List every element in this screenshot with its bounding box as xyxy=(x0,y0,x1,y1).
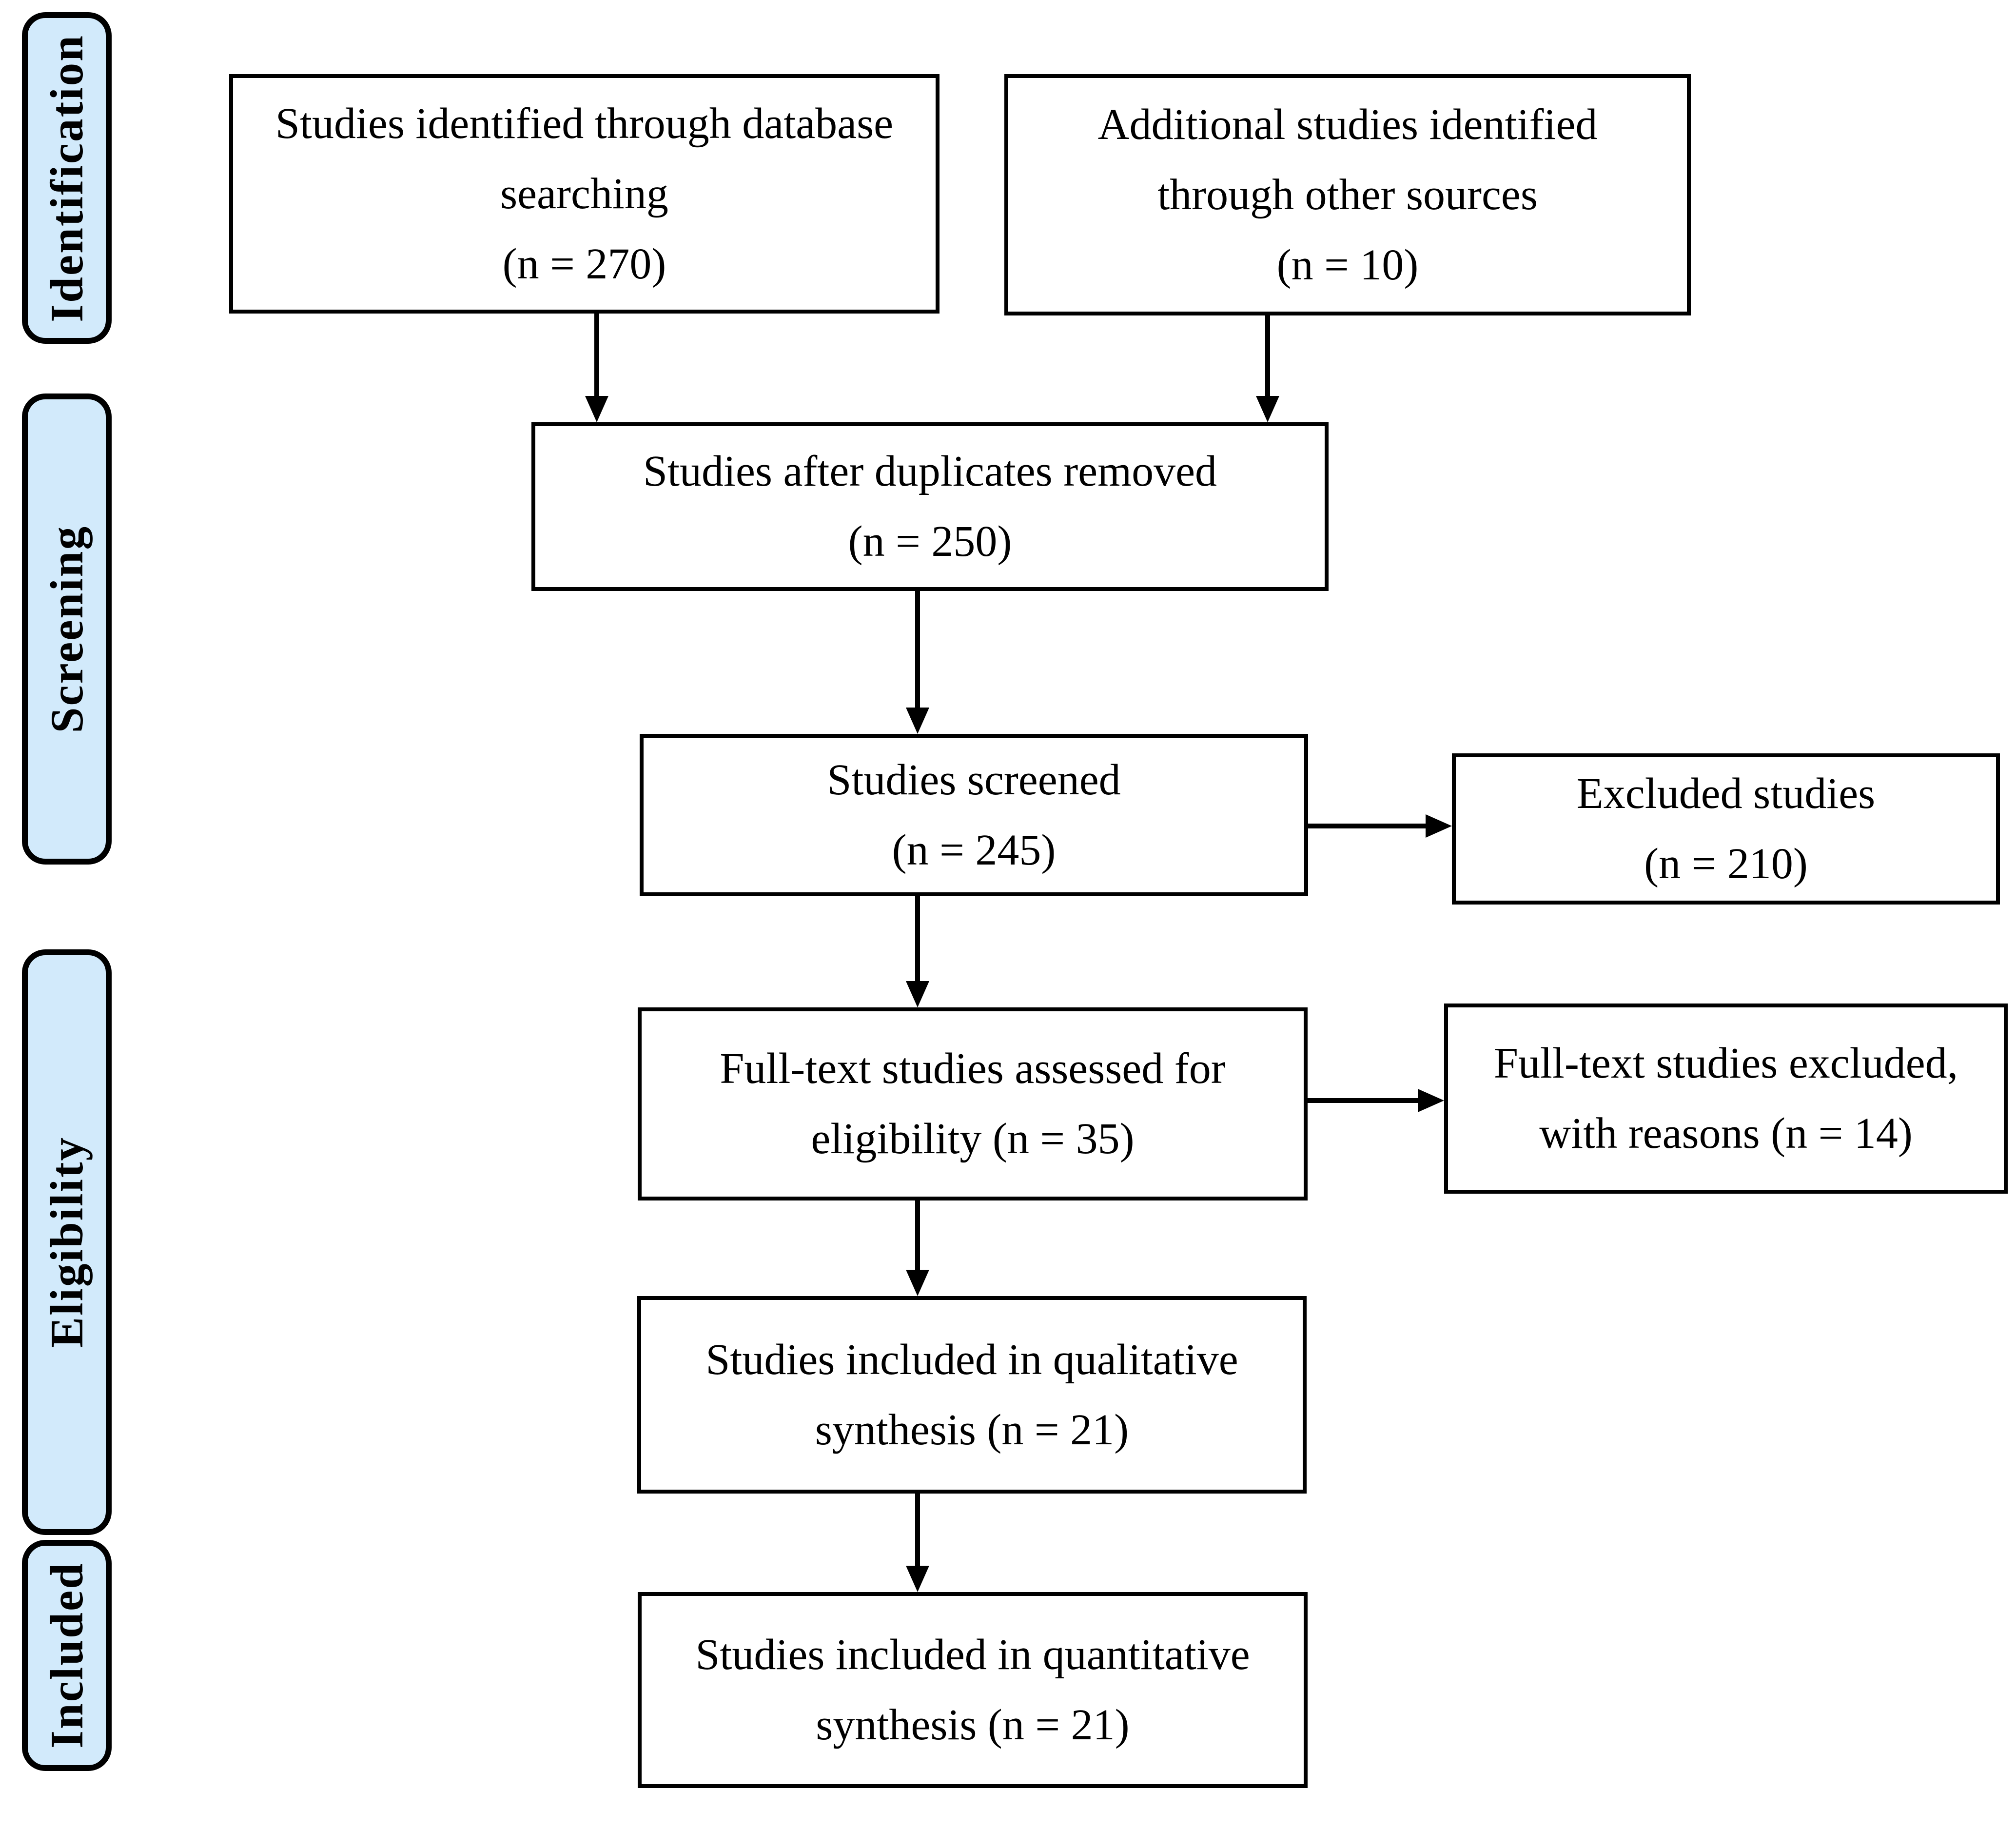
box-line: searching xyxy=(500,169,668,218)
box-line: through other sources xyxy=(1157,170,1538,219)
box-line: with reasons (n = 14) xyxy=(1539,1109,1913,1158)
box-line: Excluded studies xyxy=(1576,769,1876,818)
box-line: (n = 210) xyxy=(1644,840,1808,888)
stage-pill-eligibility: Eligibility xyxy=(22,949,112,1535)
stage-label-screening: Screening xyxy=(41,525,93,733)
arrowhead-screened-to-excluded xyxy=(1426,814,1452,838)
arrowhead-screened-to-fulltext xyxy=(906,981,929,1007)
box-line: (n = 245) xyxy=(892,826,1056,874)
stage-pill-identification: Identification xyxy=(22,12,112,344)
arrow-line-fulltext-to-qualitative xyxy=(915,1200,920,1270)
stage-label-identification: Identification xyxy=(41,34,93,322)
box-studies-screened: Studies screened (n = 245) xyxy=(640,734,1308,896)
box-additional-studies-other-sources: Additional studies identified through ot… xyxy=(1004,74,1691,315)
box-line: (n = 250) xyxy=(848,517,1012,566)
arrow-line-qualitative-to-quantitative xyxy=(915,1494,920,1566)
arrow-line-screened-to-excluded xyxy=(1308,824,1426,828)
box-line: (n = 270) xyxy=(502,239,666,288)
box-line: Additional studies identified xyxy=(1097,100,1598,149)
box-fulltext-assessed: Full-text studies assessed for eligibili… xyxy=(638,1007,1308,1200)
arrow-line-duplicates-to-screened xyxy=(915,591,920,708)
box-line: synthesis (n = 21) xyxy=(815,1405,1129,1454)
box-line: Studies included in qualitative xyxy=(705,1335,1238,1384)
box-excluded-studies: Excluded studies (n = 210) xyxy=(1452,753,2000,905)
box-line: Full-text studies excluded, xyxy=(1493,1039,1958,1087)
box-line: Studies screened xyxy=(827,755,1121,804)
arrowhead-fulltext-to-qualitative xyxy=(906,1270,929,1296)
box-fulltext-excluded: Full-text studies excluded, with reasons… xyxy=(1444,1004,2008,1194)
arrowhead-duplicates-to-screened xyxy=(906,708,929,734)
arrow-line-other-to-duplicates xyxy=(1265,315,1270,396)
box-studies-identified-database: Studies identified through database sear… xyxy=(229,74,939,314)
box-line: synthesis (n = 21) xyxy=(816,1701,1130,1749)
arrow-line-fulltext-to-excluded xyxy=(1308,1098,1418,1103)
box-line: Full-text studies assessed for xyxy=(720,1044,1226,1093)
arrow-line-database-to-duplicates xyxy=(594,314,599,396)
stage-pill-included: Included xyxy=(22,1540,112,1771)
box-studies-after-duplicates-removed: Studies after duplicates removed (n = 25… xyxy=(531,422,1329,591)
arrowhead-database-to-duplicates xyxy=(585,396,608,422)
box-line: Studies after duplicates removed xyxy=(643,447,1217,495)
box-line: Studies identified through database xyxy=(275,99,894,148)
arrow-line-screened-to-fulltext xyxy=(915,896,920,981)
stage-label-eligibility: Eligibility xyxy=(41,1136,93,1348)
box-line: eligibility (n = 35) xyxy=(811,1115,1135,1163)
box-line: Studies included in quantitative xyxy=(695,1631,1250,1679)
box-line: (n = 10) xyxy=(1276,240,1419,289)
arrowhead-qualitative-to-quantitative xyxy=(906,1566,929,1592)
arrowhead-fulltext-to-excluded xyxy=(1418,1089,1444,1112)
stage-pill-screening: Screening xyxy=(22,394,112,865)
arrowhead-other-to-duplicates xyxy=(1256,396,1279,422)
box-qualitative-synthesis: Studies included in qualitative synthesi… xyxy=(637,1296,1307,1494)
stage-label-included: Included xyxy=(41,1562,93,1749)
box-quantitative-synthesis: Studies included in quantitative synthes… xyxy=(638,1592,1308,1788)
